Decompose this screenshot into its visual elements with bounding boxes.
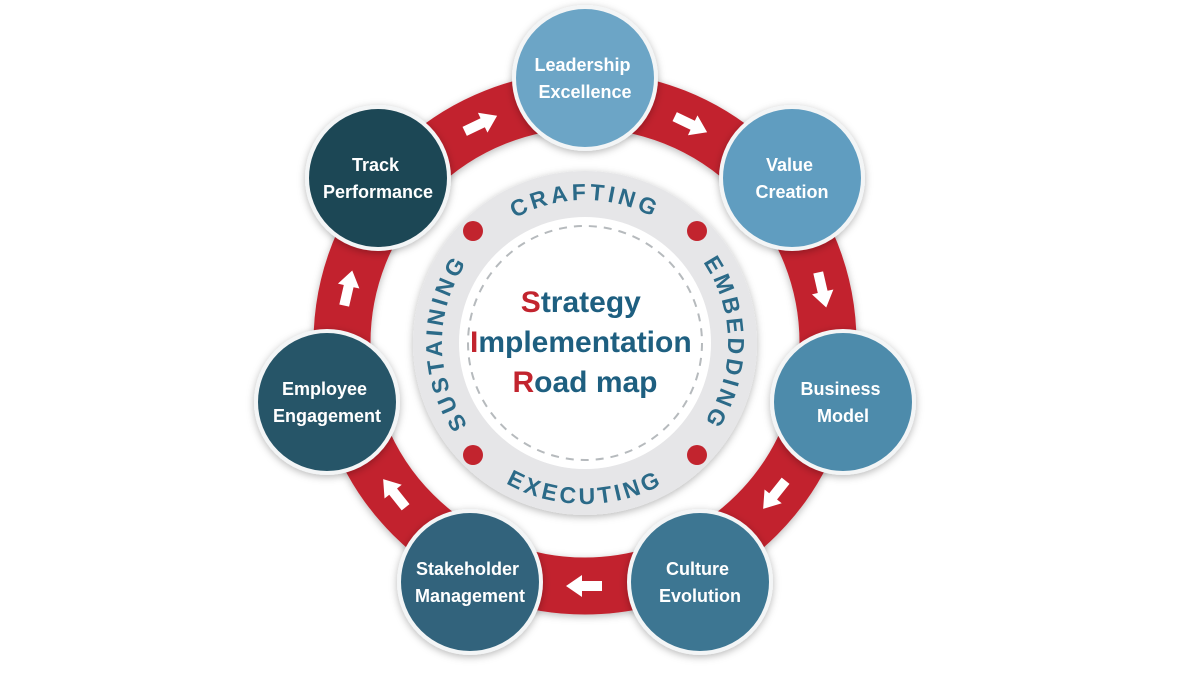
node-stakeholder-management: Stakeholder Management	[397, 509, 543, 655]
node-circle	[770, 329, 916, 475]
center-title-rest: mplementation	[478, 326, 691, 359]
center-title-rest: oad map	[534, 366, 657, 399]
center-title-rest: trategy	[541, 286, 641, 319]
node-track-performance: Track Performance	[305, 105, 451, 251]
node-leadership-excellence: Leadership Excellence	[512, 5, 658, 151]
center-circle	[459, 217, 711, 469]
phase-separator-dot	[687, 445, 707, 465]
node-label: Culture Evolution	[659, 559, 741, 606]
center-title: Strategy Implementation Road map	[470, 286, 700, 399]
center-dashed-border	[467, 225, 703, 461]
phase-separator-dot	[687, 221, 707, 241]
node-label: Track Performance	[323, 155, 433, 202]
node-value-creation: Value Creation	[719, 105, 865, 251]
node-label: Employee Engagement	[273, 379, 381, 426]
center-title-lead: S	[521, 286, 541, 319]
node-culture-evolution: Culture Evolution	[627, 509, 773, 655]
node-label: Stakeholder Management	[415, 559, 525, 606]
node-circle	[305, 105, 451, 251]
phase-separator-dot	[463, 221, 483, 241]
node-label: Value Creation	[755, 155, 828, 202]
center-title-lead: R	[512, 366, 534, 399]
node-circle	[719, 105, 865, 251]
node-circle	[512, 5, 658, 151]
node-business-model: Business Model	[770, 329, 916, 475]
node-label: Business Model	[800, 379, 885, 426]
node-label: Leadership Excellence	[534, 55, 635, 102]
phase-ring	[413, 171, 757, 515]
node-employee-engagement: Employee Engagement	[254, 329, 400, 475]
node-circle	[627, 509, 773, 655]
center-title-lead: I	[470, 326, 478, 359]
node-circle	[254, 329, 400, 475]
phase-separator-dot	[463, 445, 483, 465]
node-circle	[397, 509, 543, 655]
